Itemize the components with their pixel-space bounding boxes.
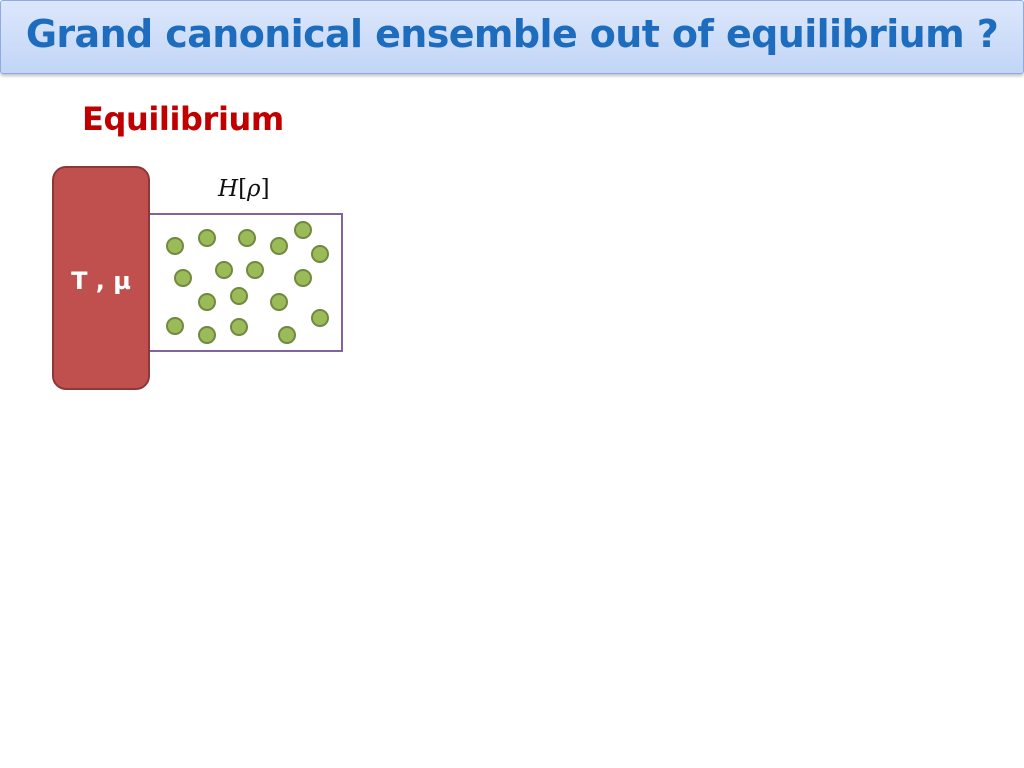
reservoir: T , µ — [52, 166, 150, 390]
slide-title: Grand canonical ensemble out of equilibr… — [25, 12, 999, 56]
open-bracket: [ — [238, 176, 248, 202]
close-bracket: ] — [260, 176, 270, 202]
title-bar: Grand canonical ensemble out of equilibr… — [0, 0, 1024, 74]
hamiltonian-argument: ρ — [247, 176, 261, 202]
system-box — [138, 213, 343, 352]
hamiltonian-symbol: H — [218, 176, 239, 202]
section-heading: Equilibrium — [82, 100, 284, 138]
hamiltonian-label: H[ρ] — [218, 176, 270, 202]
reservoir-label: T , µ — [71, 267, 131, 295]
